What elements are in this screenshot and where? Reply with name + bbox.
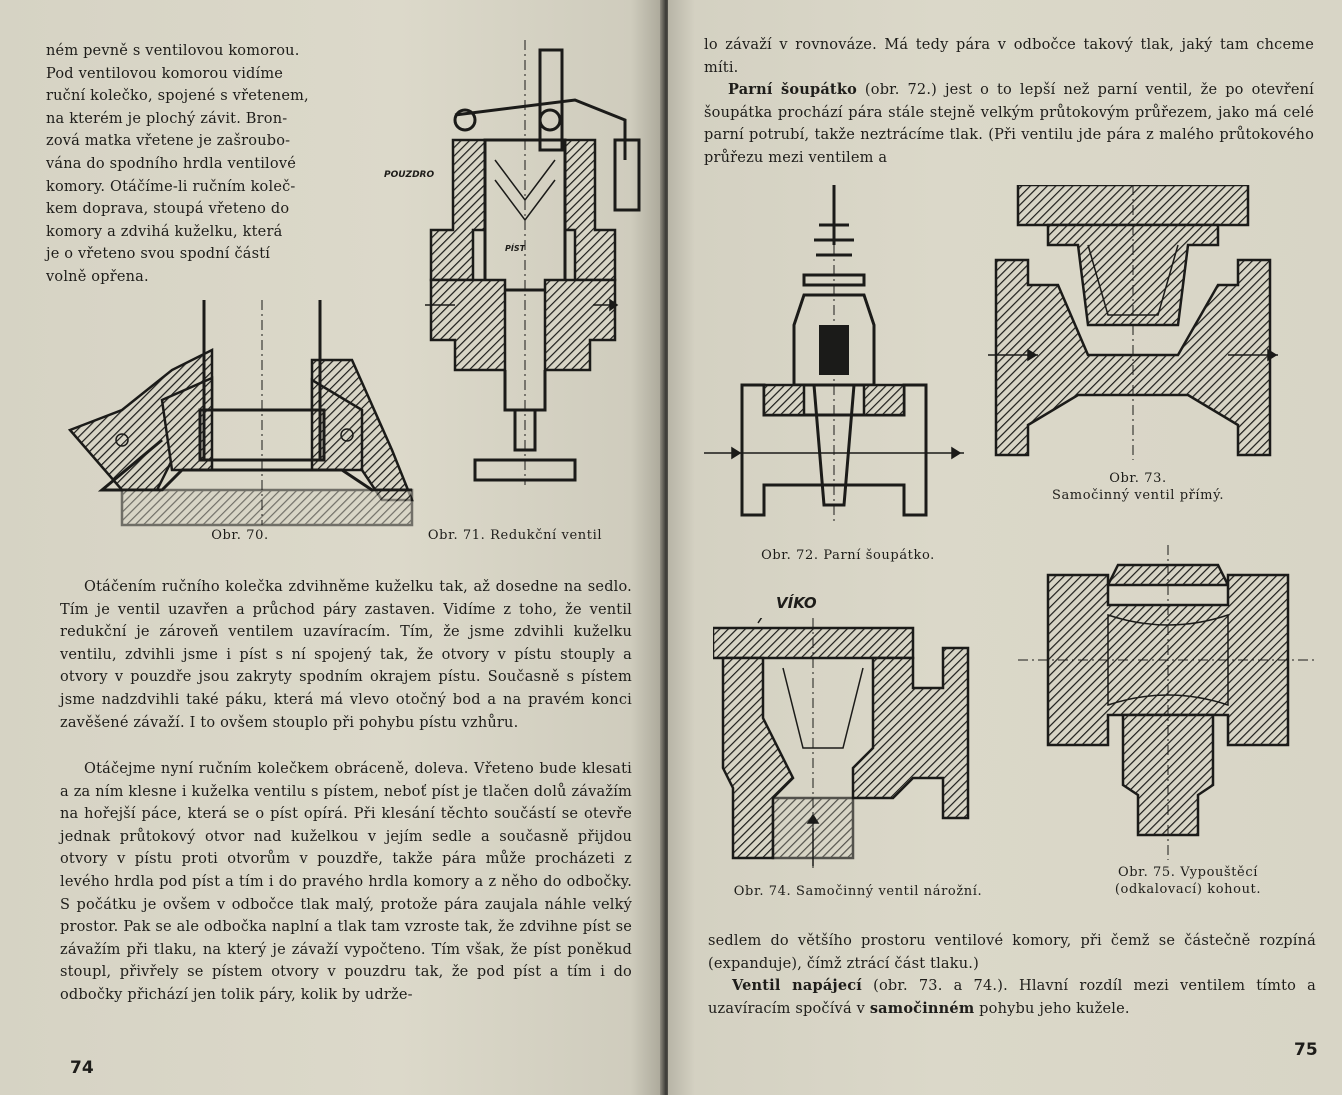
- ventil-paragraph: Ventil napájecí (obr. 73. a 74.). Hlavní…: [708, 975, 1316, 1020]
- paragraph-text: sedlem do většího prostoru ventilové kom…: [708, 933, 1316, 972]
- page-number-right: 75: [1294, 1040, 1318, 1060]
- figure-75-caption: Obr. 75. Vypouštěcí (odkalovací) kohout.: [1078, 864, 1298, 898]
- figure-74-drawing: [713, 618, 970, 868]
- figure-75-caption-line: (odkalovací) kohout.: [1114, 882, 1262, 897]
- pist-label: PÍST: [505, 244, 526, 253]
- intro-line: volně opřena.: [46, 268, 149, 285]
- ventil-text: pohybu jeho kužele.: [974, 1000, 1130, 1017]
- intro-line: ruční kolečko, spojené s vřetenem,: [46, 88, 309, 105]
- figure-70-caption: Obr. 70.: [211, 528, 269, 543]
- right-page: lo závaží v rovnováze. Má tedy pára v od…: [668, 0, 1342, 1095]
- intro-line: je o vřeteno svou spodní částí: [46, 246, 271, 263]
- intro-line: na kterém je plochý závit. Bron-: [46, 110, 288, 127]
- right-bottom-text: sedlem do většího prostoru ventilové kom…: [708, 930, 1316, 1020]
- ventil-text: (obr. 73. a 74.). Hlavní rozdíl mezi ven…: [708, 978, 1316, 1017]
- figure-73-caption-line: Obr. 73.: [1109, 471, 1167, 486]
- intro-line: vána do spodního hrdla ventilové: [46, 155, 296, 172]
- right-top-text: lo závaží v rovnováze. Má tedy pára v od…: [704, 34, 1314, 170]
- pouzdro-label: POUZDRO: [384, 170, 435, 180]
- figure-73-caption: Obr. 73. Samočinný ventil přímý.: [1018, 470, 1258, 504]
- paragraph-text: Otáčením ručního kolečka zdvihněme kužel…: [60, 579, 632, 731]
- intro-line: ném pevně s ventilovou komorou.: [46, 43, 300, 59]
- intro-line: Pod ventilovou komorou vidíme: [46, 65, 284, 82]
- figure-74-caption: Obr. 74. Samočinný ventil nárožní.: [733, 884, 983, 899]
- left-page: ném pevně s ventilovou komorou. Pod vent…: [0, 0, 664, 1095]
- left-paragraph-1: Otáčením ručního kolečka zdvihněme kužel…: [60, 576, 632, 734]
- figure-73-caption-line: Samočinný ventil přímý.: [1051, 488, 1225, 503]
- figure-72-caption: Obr. 72. Parní šoupátko.: [761, 548, 935, 563]
- figure-71-drawing: [425, 40, 641, 485]
- parni-text: (obr. 72.) jest o to lepší než parní ven…: [704, 82, 1314, 166]
- ventil-title: Ventil napájecí: [732, 977, 863, 995]
- left-intro-text: ném pevně s ventilovou komorou. Pod vent…: [46, 40, 358, 289]
- figure-75-caption-line: Obr. 75. Vypouštěcí: [1118, 865, 1258, 880]
- viko-label: VÍKO: [776, 594, 817, 612]
- left-paragraph-2: Otáčejme nyní ručním kolečkem obráceně, …: [60, 758, 632, 1007]
- figure-75-drawing: [1018, 545, 1318, 860]
- figure-70-drawing: [67, 300, 414, 527]
- paragraph-text: Otáčejme nyní ručním kolečkem obráceně, …: [60, 761, 632, 1003]
- figure-73-drawing: [988, 185, 1278, 460]
- page-number-left: 74: [70, 1058, 94, 1078]
- intro-line: kem doprava, stoupá vřeteno do: [46, 201, 290, 218]
- intro-line: zová matka vřetene je zašroubo-: [46, 133, 291, 150]
- figure-72-drawing: [704, 185, 964, 525]
- ventil-bold: samočinném: [869, 999, 975, 1017]
- parni-title: Parní šoupátko: [728, 81, 857, 99]
- paragraph-text: lo závaží v rovnováze. Má tedy pára v od…: [704, 37, 1314, 76]
- intro-line: komory. Otáčíme-li ručním koleč-: [46, 178, 296, 195]
- intro-line: komory a zdvihá kuželku, která: [46, 223, 283, 240]
- parni-paragraph: Parní šoupátko (obr. 72.) jest o to lepš…: [704, 79, 1314, 169]
- figure-71-caption: Obr. 71. Redukční ventil: [427, 528, 603, 543]
